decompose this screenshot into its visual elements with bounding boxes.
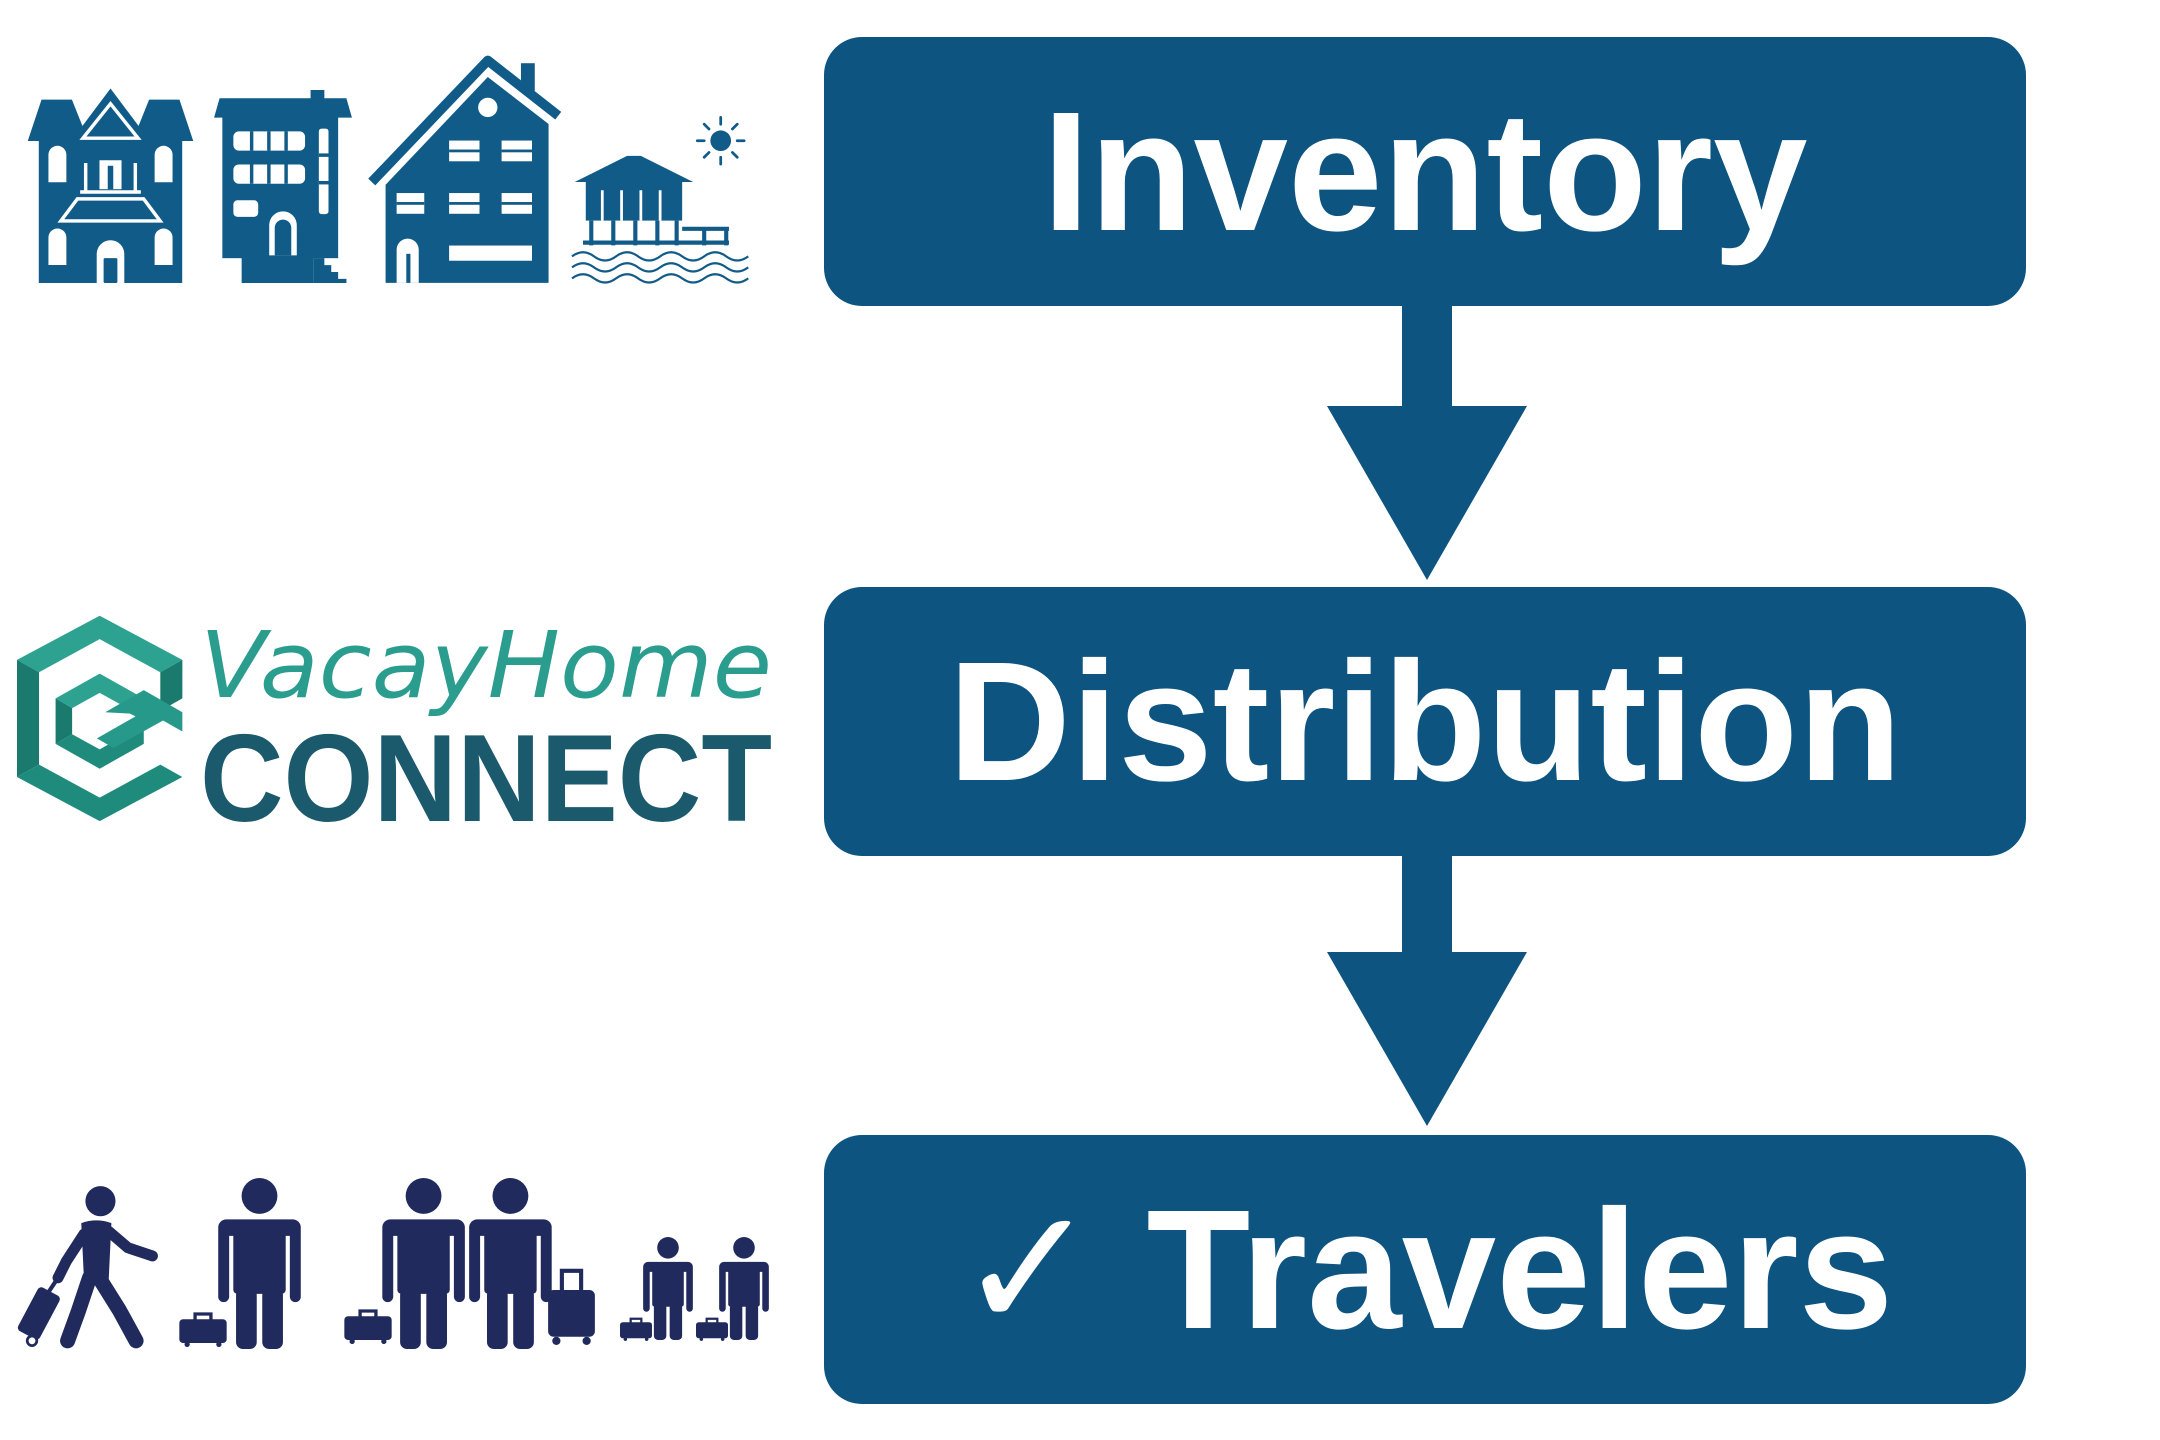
logo-wordmark: CONNECT: [200, 710, 772, 848]
walking-traveler-icon: [17, 1186, 158, 1349]
child-traveler-icon: [643, 1237, 693, 1340]
logo-script-text: VacayHome: [200, 612, 772, 719]
hexagon-logo-mark-icon: [17, 615, 183, 822]
down-arrow: [1327, 854, 1527, 1126]
rolling-suitcase-icon: [548, 1268, 595, 1345]
step-label: Inventory: [1042, 76, 1808, 267]
beach-house-icon: [571, 115, 749, 284]
townhouse-icon: [214, 90, 352, 283]
inventory-step-box: Inventory: [824, 37, 2026, 306]
victorian-house-icon: [27, 88, 194, 283]
step-label: ✓ Travelers: [956, 1174, 1894, 1365]
child-traveler-icon: [719, 1237, 769, 1340]
three-story-house-icon: [368, 55, 562, 283]
step-label: Distribution: [948, 626, 1902, 817]
sun-icon: [695, 115, 746, 166]
travelers-step-box: ✓ Travelers: [824, 1135, 2026, 1404]
distribution-step-box: Distribution: [824, 587, 2026, 856]
traveler-icon: [218, 1178, 301, 1349]
vacayhome-connect-logo: VacayHome CONNECT: [17, 612, 772, 848]
down-arrow: [1327, 304, 1527, 580]
couple-travelers-icon: [382, 1178, 552, 1349]
